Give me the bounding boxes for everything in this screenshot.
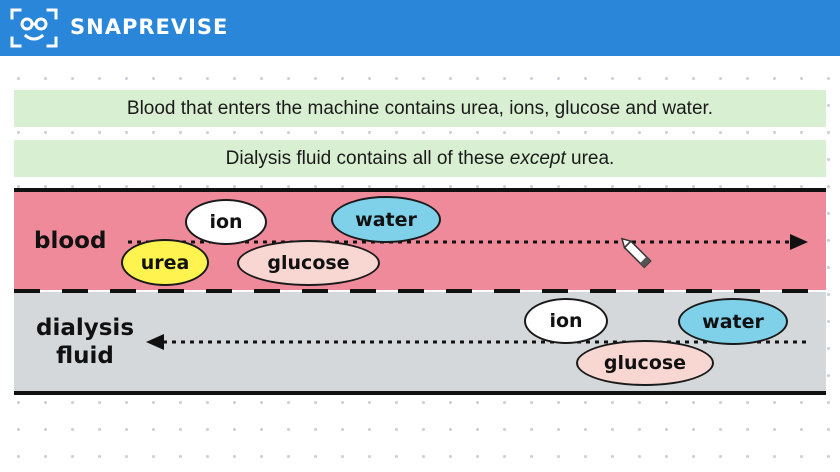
dialysis-glucose-bubble: glucose [576, 340, 714, 386]
bubble-label: ion [209, 211, 243, 233]
statement-text-part1: Dialysis fluid contains all of these [225, 147, 505, 169]
dialysis-label-line1: dialysis [36, 315, 135, 341]
statement-text: Blood that enters the machine contains u… [126, 97, 714, 119]
blood-glucose-bubble: glucose [237, 240, 380, 286]
header-bar: SNAPREVISE [0, 0, 840, 56]
statement-text-part2: urea. [571, 147, 615, 169]
dialysis-ion-bubble: ion [524, 298, 608, 344]
bubble-label: water [702, 310, 764, 333]
dialysis-flow-arrowhead [146, 334, 164, 350]
dialysis-fluid-label: dialysis fluid [36, 314, 134, 370]
dialysis-label-line2: fluid [56, 343, 114, 369]
blood-flow-arrowhead [790, 234, 808, 250]
blood-ion-bubble: ion [185, 199, 267, 245]
brand-name: SNAPREVISE [70, 15, 229, 39]
blood-label: blood [34, 228, 107, 254]
pen-cursor-icon [620, 237, 652, 269]
bubble-label: ion [549, 310, 583, 332]
blood-water-bubble: water [331, 196, 441, 243]
statement-emphasis: except [509, 147, 566, 169]
blood-urea-bubble: urea [121, 239, 209, 286]
bubble-label: water [355, 208, 417, 231]
glasses-face-icon [10, 8, 58, 48]
bubble-label: glucose [267, 252, 350, 274]
dialysis-water-bubble: water [678, 298, 788, 345]
statement-dialysis-contents: Dialysis fluid contains all of these exc… [14, 140, 826, 177]
statement-blood-contents: Blood that enters the machine contains u… [14, 90, 826, 127]
bubble-label: glucose [603, 352, 687, 374]
bubble-label: urea [140, 251, 190, 274]
